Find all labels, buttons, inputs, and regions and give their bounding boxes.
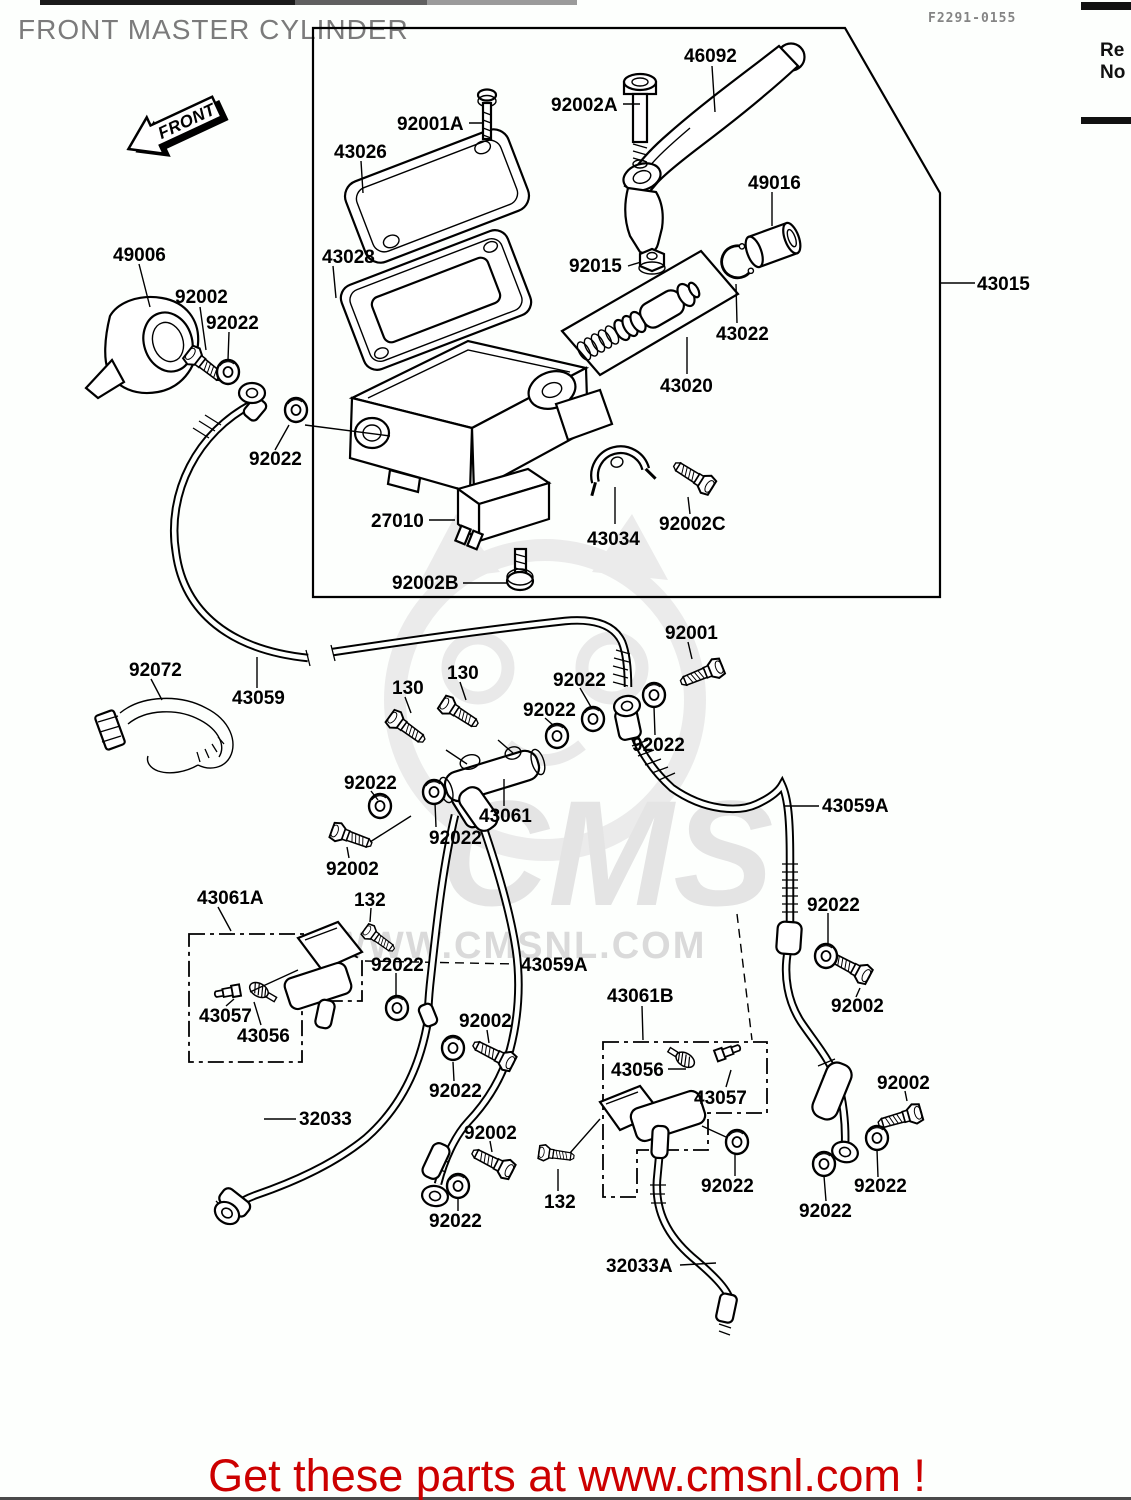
circlip-43022 <box>720 243 755 280</box>
part-label-92002b-50: 92002B <box>392 573 459 594</box>
bushing-49016 <box>744 221 802 269</box>
part-label-92022-45: 92022 <box>799 1201 852 1222</box>
part-label-43015-9: 43015 <box>977 274 1030 295</box>
part-label-92002-34: 92002 <box>459 1011 512 1032</box>
part-label-43059-15: 43059 <box>232 688 285 709</box>
part-label-43020-8: 43020 <box>660 376 713 397</box>
part-label-43056-39: 43056 <box>611 1060 664 1081</box>
part-label-92022-42: 92022 <box>701 1176 754 1197</box>
part-label-130-16: 130 <box>392 678 424 699</box>
part-labels: 46092 92002A 92001A 43026 43028 49016 92015 430… <box>113 46 1030 1277</box>
part-label-43026-3: 43026 <box>334 142 387 163</box>
joint-kit-b-box <box>602 1041 768 1198</box>
part-label-92072-14: 92072 <box>129 660 182 681</box>
cap-screw-92001a <box>476 88 498 141</box>
part-label-92022-26: 92022 <box>429 828 482 849</box>
part-label-27010-49: 27010 <box>371 511 424 532</box>
part-label-92002-46: 92002 <box>877 1073 930 1094</box>
locknut-92015 <box>638 247 666 275</box>
part-label-43056-32: 43056 <box>237 1026 290 1047</box>
side-column-ref: Re <box>1100 40 1124 61</box>
three-way-joint-43061 <box>438 746 546 832</box>
part-label-92022-13: 92022 <box>249 449 302 470</box>
part-label-130-17: 130 <box>447 663 479 684</box>
side-column-no: No <box>1100 62 1125 83</box>
stoplamp-switch-27010 <box>453 467 552 551</box>
pivot-bolt-92002a <box>622 72 658 169</box>
part-label-92022-18: 92022 <box>553 670 606 691</box>
hose-clamp-92072 <box>94 697 234 774</box>
part-label-92022-19: 92022 <box>523 700 576 721</box>
part-label-43034-51: 43034 <box>587 529 640 550</box>
page-title: FRONT MASTER CYLINDER <box>18 14 409 45</box>
part-label-32033-33: 32033 <box>299 1109 352 1130</box>
callout-leader-lines <box>138 65 975 1266</box>
part-label-92002-11: 92002 <box>175 287 228 308</box>
part-label-92002-24: 92002 <box>326 859 379 880</box>
part-label-92022-21: 92022 <box>632 735 685 756</box>
switch-screw-92002b <box>505 547 535 592</box>
part-label-92022-29: 92022 <box>371 955 424 976</box>
part-label-92001-20: 92001 <box>665 623 718 644</box>
part-label-43061b-38: 43061B <box>607 986 674 1007</box>
part-label-43061a-27: 43061A <box>197 888 264 909</box>
part-label-92022-47: 92022 <box>807 895 860 916</box>
banjo-eye <box>237 381 267 405</box>
part-label-43059a-25: 43059A <box>822 796 889 817</box>
part-label-92022-44: 92022 <box>854 1176 907 1197</box>
part-label-92002-36: 92002 <box>464 1123 517 1144</box>
part-label-43059a-30: 43059A <box>521 955 588 976</box>
joint-assembly-43061b <box>598 1040 743 1160</box>
part-label-43028-4: 43028 <box>322 247 375 268</box>
part-label-43022-7: 43022 <box>716 324 769 345</box>
part-label-43057-31: 43057 <box>199 1006 252 1027</box>
lever-clamp-43034 <box>590 445 657 497</box>
part-label-43057-40: 43057 <box>694 1088 747 1109</box>
brake-lever-46092 <box>622 42 806 255</box>
part-label-32033a-43: 32033A <box>606 1256 673 1277</box>
part-label-49016-5: 49016 <box>748 173 801 194</box>
brake-hoses <box>169 400 850 1302</box>
footer-shop-link[interactable]: Get these parts at www.cmsnl.com ! <box>208 1450 926 1500</box>
part-label-49006-10: 49006 <box>113 245 166 266</box>
part-label-92002-48: 92002 <box>831 996 884 1017</box>
piston-kit-43020 <box>576 281 701 361</box>
part-label-92001a-2: 92001A <box>397 114 464 135</box>
part-label-92002c-52: 92002C <box>659 514 726 535</box>
part-label-46092-0: 46092 <box>684 46 737 67</box>
part-label-132-28: 132 <box>354 890 386 911</box>
part-label-92022-23: 92022 <box>344 773 397 794</box>
diaphragm-43028 <box>339 229 533 371</box>
part-label-92022-35: 92022 <box>429 1081 482 1102</box>
master-cylinder-body <box>348 339 614 494</box>
part-label-92015-6: 92015 <box>569 256 622 277</box>
part-label-92022-37: 92022 <box>429 1211 482 1232</box>
joint-assembly-43061a <box>212 920 364 1030</box>
boot-49006 <box>84 295 200 400</box>
part-label-43061-22: 43061 <box>479 806 532 827</box>
part-label-92002a-1: 92002A <box>551 95 618 116</box>
doc-code: F2291-0155 <box>928 11 1016 26</box>
part-label-92022-12: 92022 <box>206 313 259 334</box>
reservoir-cap-43026 <box>343 128 531 264</box>
part-label-132-41: 132 <box>544 1192 576 1213</box>
master-cylinder-assembly-box <box>311 26 942 599</box>
dashed-leaders <box>364 913 753 1041</box>
